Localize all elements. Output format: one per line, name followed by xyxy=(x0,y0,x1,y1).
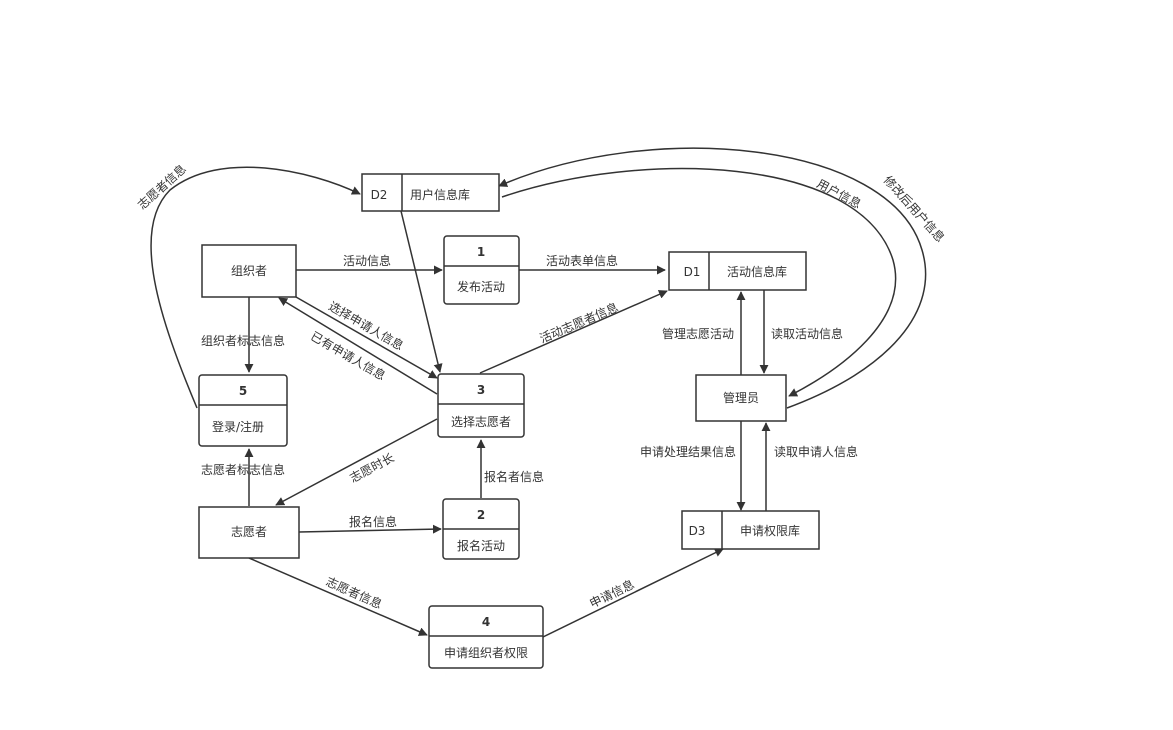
process-5-name: 登录/注册 xyxy=(212,419,264,434)
label-read-activity-info: 读取活动信息 xyxy=(771,326,843,341)
label-registrant-info: 报名者信息 xyxy=(484,469,544,484)
label-activity-volunteer-info: 活动志愿者信息 xyxy=(537,299,620,346)
process-3-number: 3 xyxy=(477,383,485,397)
label-apply-result-info: 申请处理结果信息 xyxy=(640,444,736,459)
label-read-applicant-info: 读取申请人信息 xyxy=(774,444,858,459)
process-publish-activity[interactable]: 1 发布活动 xyxy=(443,235,520,305)
store-d3-id: D3 xyxy=(689,524,706,538)
flow-user-store-to-select[interactable] xyxy=(400,210,443,373)
process-2-number: 2 xyxy=(477,508,485,522)
store-d1-name: 活动信息库 xyxy=(727,264,787,279)
process-1-number: 1 xyxy=(477,245,485,259)
label-volunteer-info-top: 志愿者信息 xyxy=(134,161,189,212)
process-4-name: 申请组织者权限 xyxy=(444,646,528,660)
label-modified-user-info: 修改后用户信息 xyxy=(881,172,948,244)
process-4-number: 4 xyxy=(482,615,490,629)
store-activity-info[interactable]: D1 活动信息库 xyxy=(668,251,807,291)
flow-admin-to-user-store[interactable] xyxy=(498,147,927,409)
label-organizer-id-info: 组织者标志信息 xyxy=(201,333,285,348)
entity-admin-label: 管理员 xyxy=(723,390,759,405)
label-signup-info: 报名信息 xyxy=(349,514,397,529)
entity-organizer-label: 组织者 xyxy=(231,264,267,278)
entity-volunteer[interactable]: 志愿者 xyxy=(198,506,300,559)
flow-select-to-organizer[interactable] xyxy=(278,297,438,395)
flow-apply-to-permission-store[interactable] xyxy=(542,548,724,638)
label-activity-info: 活动信息 xyxy=(343,253,391,268)
flow-organizer-to-select[interactable] xyxy=(295,296,438,379)
flow-login-to-user-store[interactable] xyxy=(150,166,361,409)
process-apply-organizer[interactable]: 4 申请组织者权限 xyxy=(428,605,544,669)
flow-select-to-volunteer[interactable] xyxy=(275,418,438,506)
flow-volunteer-to-signup[interactable] xyxy=(298,524,442,534)
process-5-number: 5 xyxy=(239,384,247,398)
label-volunteer-hours: 志愿时长 xyxy=(348,451,397,486)
store-permission-info[interactable]: D3 申请权限库 xyxy=(681,510,820,550)
entity-admin[interactable]: 管理员 xyxy=(695,374,787,422)
store-d1-id: D1 xyxy=(684,265,701,279)
process-2-name: 报名活动 xyxy=(457,538,505,553)
flow-volunteer-to-apply[interactable] xyxy=(248,557,428,636)
flow-select-to-activity-store[interactable] xyxy=(479,290,668,374)
entity-volunteer-label: 志愿者 xyxy=(231,525,267,539)
process-select-volunteer[interactable]: 3 选择志愿者 xyxy=(437,373,525,438)
edges xyxy=(150,147,927,638)
process-1-name: 发布活动 xyxy=(457,279,505,294)
label-activity-form-info: 活动表单信息 xyxy=(546,253,618,268)
store-d2-id: D2 xyxy=(371,188,388,202)
process-3-name: 选择志愿者 xyxy=(451,415,511,429)
label-apply-info: 申请信息 xyxy=(587,576,637,611)
store-d2-name: 用户信息库 xyxy=(410,187,470,202)
store-d3-name: 申请权限库 xyxy=(740,523,800,538)
label-manage-volunteer-activity: 管理志愿活动 xyxy=(662,326,734,341)
label-volunteer-id-info: 志愿者标志信息 xyxy=(201,462,285,477)
process-login-register[interactable]: 5 登录/注册 xyxy=(198,374,288,447)
label-volunteer-info-bottom: 志愿者信息 xyxy=(324,573,385,611)
flow-user-store-to-admin[interactable] xyxy=(501,167,897,397)
store-user-info[interactable]: D2 用户信息库 xyxy=(361,173,500,212)
process-signup-activity[interactable]: 2 报名活动 xyxy=(442,498,520,560)
entity-organizer[interactable]: 组织者 xyxy=(201,244,297,298)
